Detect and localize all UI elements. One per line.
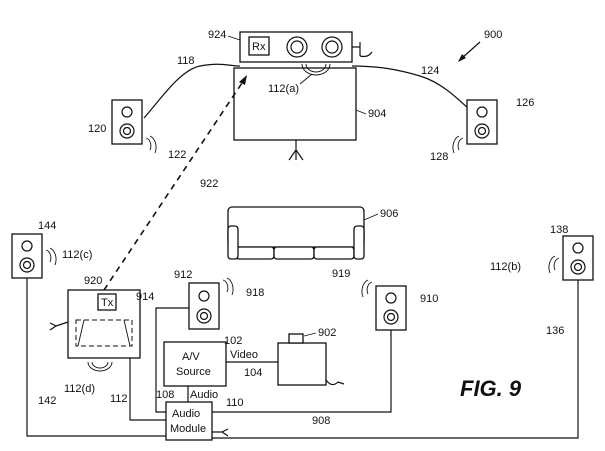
- ref-wireless-link: 922: [200, 178, 218, 190]
- audio-label: Audio: [190, 389, 218, 401]
- ref-wave-transmitter: 112(d): [64, 383, 95, 395]
- wave-center-right: [361, 279, 373, 298]
- ref-audio: 108: [156, 389, 174, 401]
- ref-cable-right: 124: [421, 65, 439, 77]
- ref-wave-rear-right: 112(b): [490, 261, 521, 273]
- wire-module-to-center-left: [155, 307, 189, 413]
- av-source-line1: A/V: [182, 351, 200, 363]
- transmitter-unit: Tx: [49, 289, 141, 359]
- ref-video: 104: [244, 367, 262, 379]
- speaker-front-right: [466, 99, 498, 145]
- ref-signal-a: 112(a): [268, 83, 299, 95]
- wave-front-right: [452, 135, 464, 154]
- speaker-rear-left: [11, 233, 43, 279]
- audio-module-line1: Audio: [172, 408, 200, 420]
- ref-speaker-center-left-id: 912: [174, 269, 192, 281]
- audio-module-line2: Module: [170, 423, 206, 435]
- transmitter-tx-label: Tx: [101, 297, 114, 309]
- wave-rear-left: [45, 247, 57, 266]
- ref-speaker-rear-left: 144: [38, 220, 56, 232]
- ref-sofa: 906: [380, 208, 398, 220]
- ref-wave-center-left: 918: [246, 287, 264, 299]
- ref-screen: 904: [368, 108, 386, 120]
- ref-speaker-center-right: 910: [420, 293, 438, 305]
- video-label: Video: [230, 349, 258, 361]
- ref-wave-center-right: 919: [332, 268, 350, 280]
- av-source-box: A/V Source: [163, 341, 227, 387]
- cable-left: [143, 63, 241, 119]
- ref-wave-front-left: 122: [168, 149, 186, 161]
- ref-speaker-rear-right: 138: [550, 224, 568, 236]
- projection-screen: [233, 67, 357, 161]
- receiver-unit: Rx: [239, 31, 373, 63]
- wire-module-to-transmitter: [129, 358, 166, 421]
- wave-top: [301, 63, 331, 76]
- ref-wave-front-right: 128: [430, 151, 448, 163]
- ref-wave-rear-left: 112(c): [62, 249, 92, 261]
- ref-speaker-front-right: 126: [516, 97, 534, 109]
- audio-module-box: Audio Module: [165, 401, 229, 441]
- ref-wire-rear-right: 136: [546, 325, 564, 337]
- sofa: [227, 206, 365, 260]
- speaker-rear-right: [562, 235, 594, 281]
- ref-system: 900: [484, 29, 502, 41]
- wave-transmitter: [87, 361, 113, 372]
- ref-av-source: 102: [224, 335, 242, 347]
- cable-right: [351, 65, 471, 111]
- av-source-line2: Source: [176, 366, 211, 378]
- ref-receiver: 924: [208, 29, 226, 41]
- ref-wire-112: 112: [110, 393, 128, 405]
- ref-speaker-front-left: 120: [88, 123, 106, 135]
- ref-display: 902: [318, 327, 336, 339]
- ref-audio-module: 110: [226, 397, 244, 409]
- ref-transmitter: 920: [84, 275, 102, 287]
- wireless-link: [103, 79, 245, 291]
- wire-rear-left: [26, 278, 166, 437]
- speaker-center-right: [375, 285, 407, 331]
- wave-front-left: [145, 135, 157, 154]
- figure-title: FIG. 9: [460, 376, 522, 401]
- display-device: [277, 333, 345, 386]
- ref-wire-rear-left: 142: [38, 395, 56, 407]
- ref-speaker-center-left: 914: [136, 291, 154, 303]
- wave-center-left: [222, 277, 234, 296]
- speaker-center-left: [188, 282, 220, 330]
- wire-bus-908: [212, 330, 392, 413]
- ref-bus: 908: [312, 415, 330, 427]
- receiver-rx-label: Rx: [252, 41, 266, 53]
- speaker-front-left: [111, 99, 143, 145]
- wave-rear-right: [548, 255, 560, 274]
- wire-rear-right: [212, 280, 579, 439]
- ref-cable-left: 118: [177, 55, 195, 67]
